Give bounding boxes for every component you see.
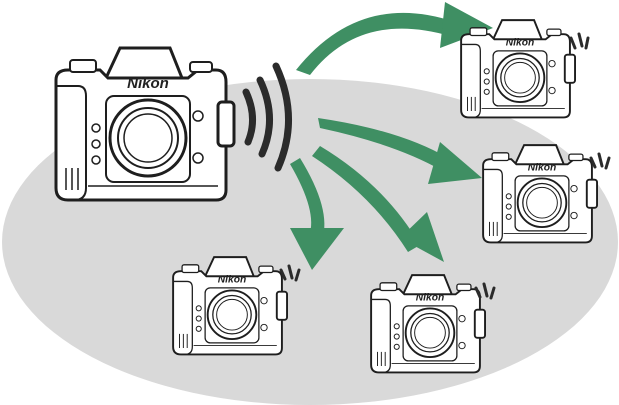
receive-signal-icon <box>571 34 588 48</box>
camera-icon <box>173 257 287 354</box>
camera-brand-label: Nikon <box>506 38 534 49</box>
remote-camera-4: Nikon <box>173 257 287 354</box>
camera-icon <box>461 20 575 117</box>
remote-camera-1: Nikon <box>461 20 575 117</box>
remote-camera-2: Nikon <box>483 145 597 242</box>
remote-camera-3: Nikon <box>371 275 485 372</box>
camera-icon <box>56 48 234 200</box>
receive-signal-icon <box>591 154 609 168</box>
camera-icon <box>483 145 597 242</box>
camera-brand-label: Nikon <box>218 275 246 286</box>
camera-brand-label: Nikon <box>416 293 444 304</box>
camera-brand-label: Nikon <box>127 75 169 92</box>
camera-icon <box>371 275 485 372</box>
master-camera: Nikon <box>56 48 234 200</box>
camera-brand-label: Nikon <box>528 163 556 174</box>
